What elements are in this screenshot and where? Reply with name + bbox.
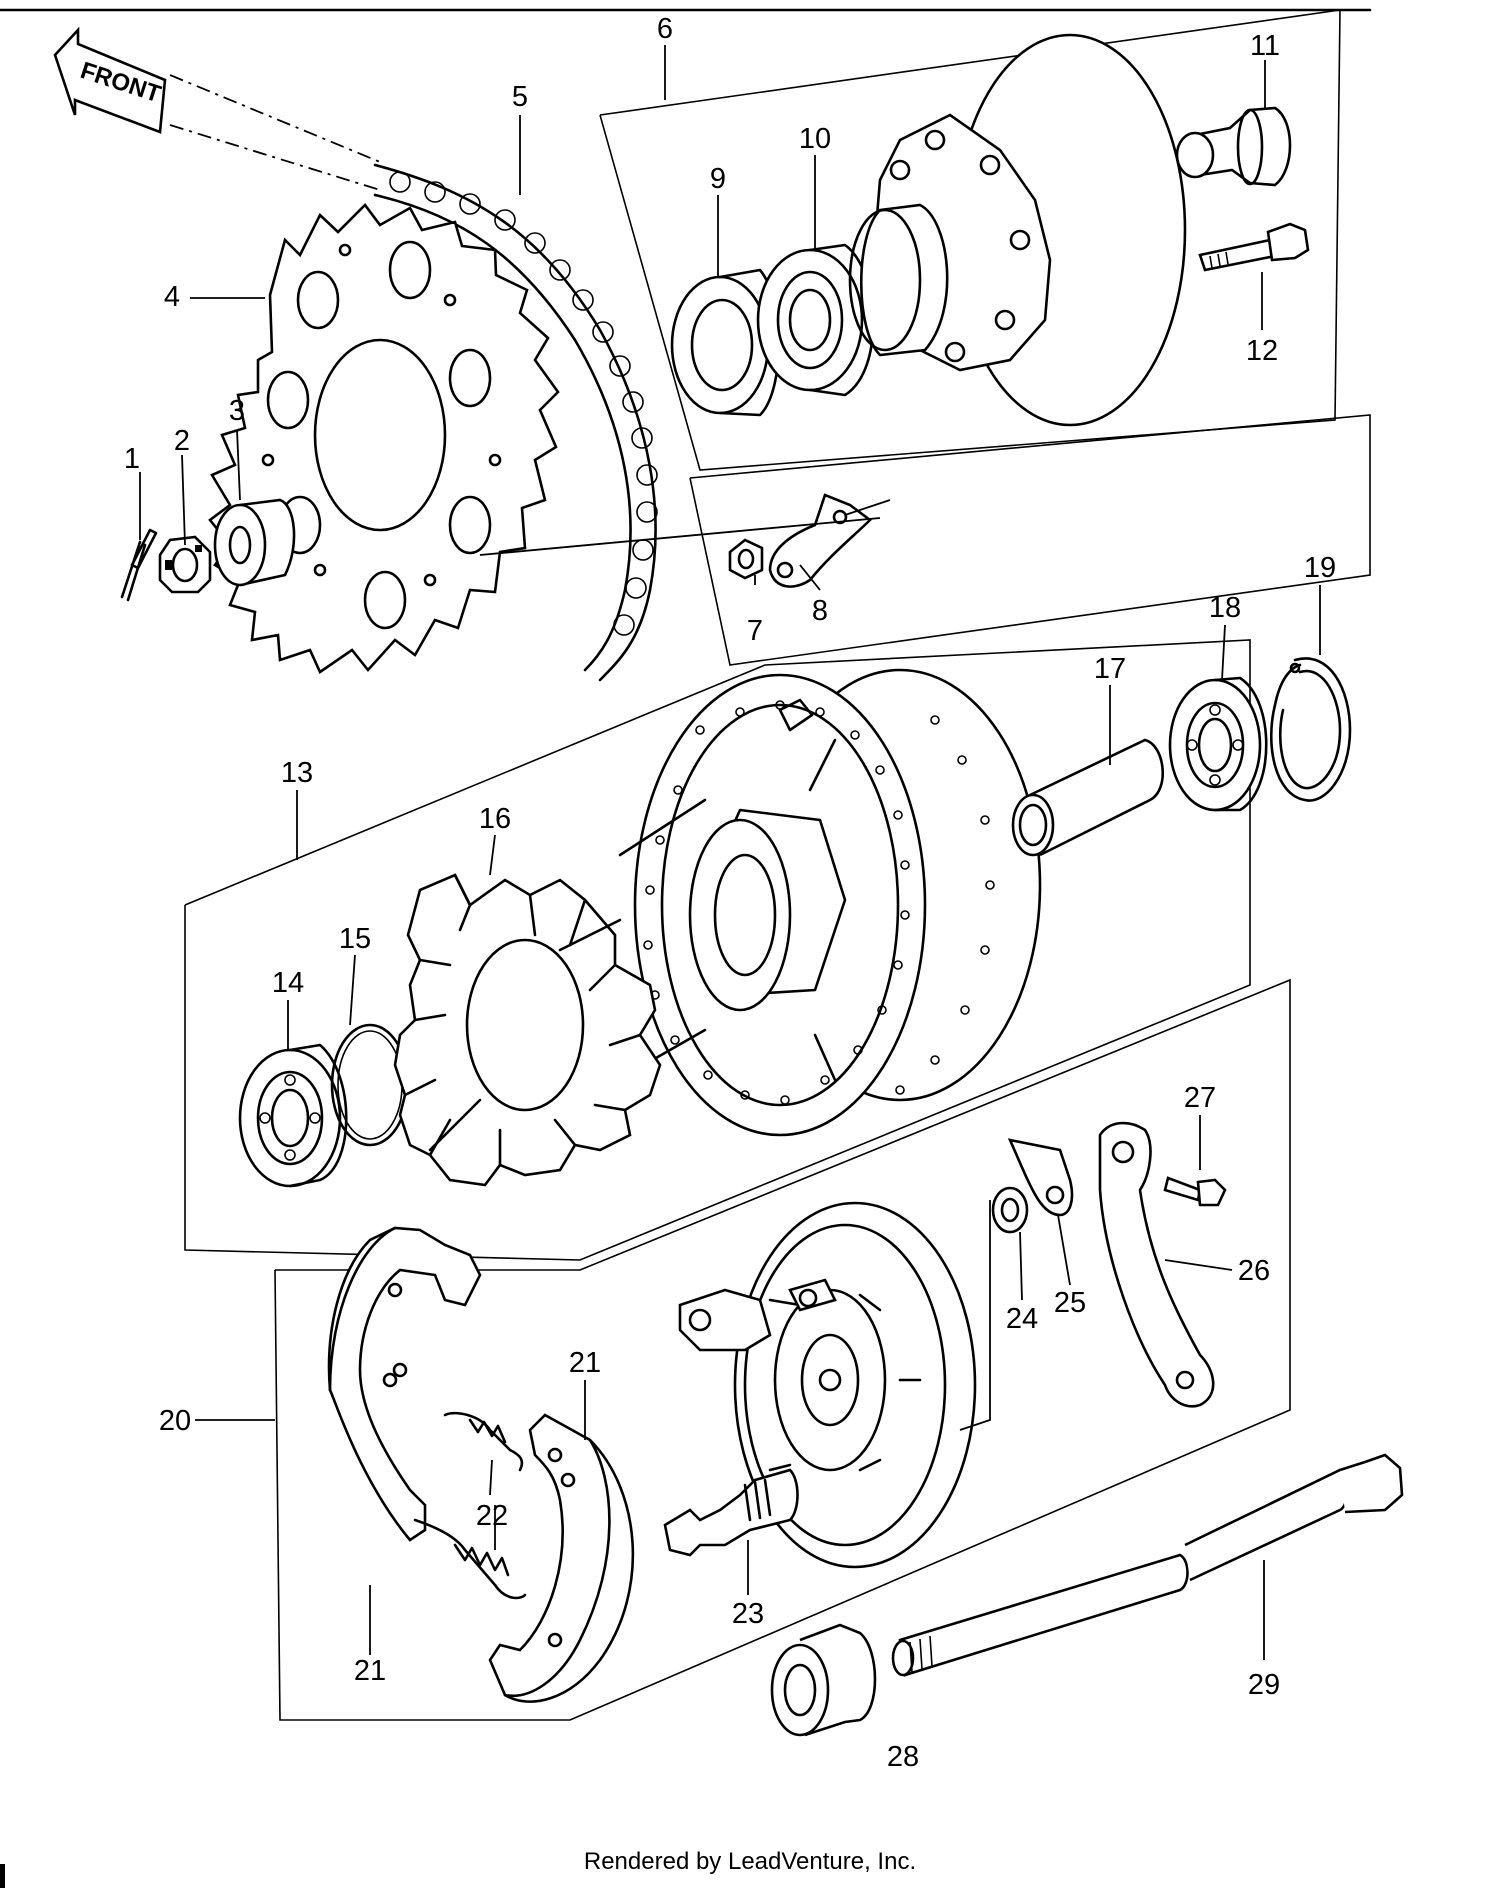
group-box-7-8	[689, 414, 1371, 666]
callout-18: 18	[1209, 592, 1241, 624]
callout-14: 14	[272, 967, 304, 999]
drive-chain	[373, 163, 658, 682]
axle-centerline	[169, 74, 381, 163]
wear-indicator	[1007, 1138, 1074, 1217]
callout-12: 12	[1246, 335, 1278, 367]
callout-16: 16	[479, 803, 511, 835]
hub-bearing-14	[238, 1043, 348, 1188]
callout-6: 6	[657, 13, 673, 45]
cam-washer	[991, 1186, 1029, 1234]
callout-11: 11	[1250, 30, 1280, 62]
rear-sprocket	[208, 203, 560, 674]
callout-8: 8	[812, 595, 828, 627]
callout-20: 20	[159, 1405, 191, 1437]
callout-numbers: 1 2 3 4 5 6 7 8 9 10 11 12 13 14 15 16 1…	[124, 13, 1336, 1773]
callout-29: 29	[1248, 1669, 1280, 1701]
sprocket-hub-flange	[848, 33, 1187, 427]
circlip	[1269, 657, 1352, 802]
callout-24: 24	[1006, 1303, 1038, 1335]
rear-wheel-hub	[618, 668, 1042, 1137]
callout-3: 3	[229, 395, 245, 427]
sprocket-spacer	[213, 498, 296, 587]
callout-10: 10	[799, 123, 831, 155]
callout-5: 5	[512, 81, 528, 113]
callout-2: 2	[174, 425, 190, 457]
flange-bolt	[1198, 222, 1310, 272]
footer-credit: Rendered by LeadVenture, Inc.	[583, 1848, 917, 1875]
callout-17: 17	[1094, 653, 1126, 685]
callout-4: 4	[164, 281, 180, 313]
brake-shoe-20	[327, 1226, 482, 1542]
callout-28: 28	[887, 1741, 919, 1773]
callout-21-lower: 21	[354, 1655, 386, 1687]
callout-21-upper: 21	[569, 1347, 601, 1379]
lock-plate	[768, 493, 872, 588]
corner-mark	[0, 1864, 5, 1888]
lever-bolt	[1163, 1176, 1227, 1207]
rear-axle	[891, 1453, 1404, 1677]
callout-9: 9	[710, 163, 726, 195]
callout-7: 7	[747, 615, 763, 647]
group-box-13	[184, 639, 1251, 1261]
spoke-holes	[643, 700, 995, 1105]
brake-shoe-21	[488, 1413, 635, 1703]
axle-centerline-2	[169, 124, 381, 191]
callout-13: 13	[281, 757, 313, 789]
axle-sleeve	[770, 1623, 877, 1737]
hub-bearing-18	[1168, 676, 1268, 812]
front-direction-arrow: FRONT	[53, 26, 167, 134]
brake-cam	[663, 1468, 799, 1557]
hub-damper-rubbers	[393, 873, 662, 1187]
shoe-return-springs	[413, 1411, 527, 1600]
leader-bolt-line-2	[844, 499, 891, 516]
callout-22: 22	[476, 1500, 508, 1532]
callout-25: 25	[1054, 1287, 1086, 1319]
hub-collar	[1175, 106, 1292, 187]
callout-27: 27	[1184, 1082, 1216, 1114]
callout-23: 23	[732, 1598, 764, 1630]
callout-1: 1	[124, 443, 140, 475]
leader-bolt-line	[479, 517, 881, 556]
brake-cam-lever	[1098, 1121, 1215, 1408]
distance-collar	[1011, 738, 1164, 857]
callout-15: 15	[339, 923, 371, 955]
callout-26: 26	[1238, 1255, 1270, 1287]
castle-nut	[158, 535, 212, 594]
sprocket-nut	[728, 538, 764, 580]
leader-brake-panel	[959, 1200, 991, 1431]
group-box-20	[274, 978, 1291, 1721]
callout-leaders	[139, 45, 1321, 1660]
cotter-pin	[120, 528, 158, 602]
callout-19: 19	[1304, 552, 1336, 584]
